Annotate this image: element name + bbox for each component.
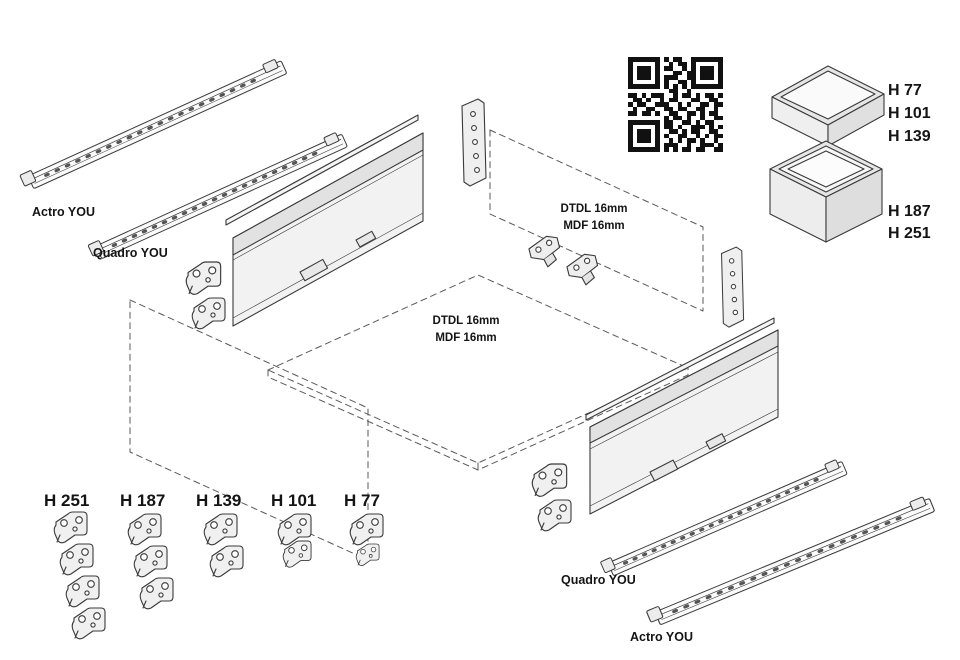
rear-connector-left	[461, 98, 487, 187]
label-h139-box: H 139	[888, 128, 931, 145]
label-quadro-you-top: Quadro YOU	[93, 246, 168, 260]
connector-stack-h251	[53, 511, 106, 640]
label-h139: H 139	[196, 491, 241, 510]
label-actro-you-top: Actro YOU	[32, 205, 95, 219]
bottom-panel-dashed: DTDL 16mm MDF 16mm	[267, 274, 689, 471]
front-connectors-left	[185, 261, 226, 330]
back-panel-dashed: DTDL 16mm MDF 16mm	[489, 129, 704, 312]
label-quadro-you-bottom: Quadro YOU	[561, 573, 636, 587]
rear-connector-right	[721, 246, 745, 328]
label-actro-you-bottom: Actro YOU	[630, 630, 693, 644]
connector-stack-h101	[277, 513, 312, 568]
connector-stack-h187	[127, 513, 174, 610]
front-panel-dashed	[129, 299, 369, 561]
drawer-side-panel-right	[585, 317, 779, 515]
back-panel-material-1: DTDL 16mm	[561, 203, 628, 215]
label-h77-box: H 77	[888, 82, 922, 99]
qr-code	[628, 57, 723, 152]
label-h251: H 251	[44, 491, 89, 510]
rail-actro-bottom	[644, 492, 937, 630]
label-h101-box: H 101	[888, 105, 931, 122]
bottom-panel-material-1: DTDL 16mm	[433, 315, 500, 327]
label-h77: H 77	[344, 491, 380, 510]
back-panel-material-2: MDF 16mm	[563, 220, 624, 232]
back-panel-clips	[526, 233, 602, 289]
connector-stack-h139	[203, 513, 244, 578]
drawer-box-shallow	[771, 65, 885, 147]
drawer-box-deep	[769, 140, 883, 243]
label-h187-box: H 187	[888, 203, 931, 220]
bottom-panel-material-2: MDF 16mm	[435, 332, 496, 344]
connector-stack-h77	[349, 513, 384, 566]
label-h251-box: H 251	[888, 225, 931, 242]
front-connectors-right	[531, 463, 572, 532]
label-h187: H 187	[120, 491, 165, 510]
drawer-side-panel-left	[225, 114, 424, 327]
rail-actro-top	[18, 55, 289, 194]
label-h101: H 101	[271, 491, 316, 510]
